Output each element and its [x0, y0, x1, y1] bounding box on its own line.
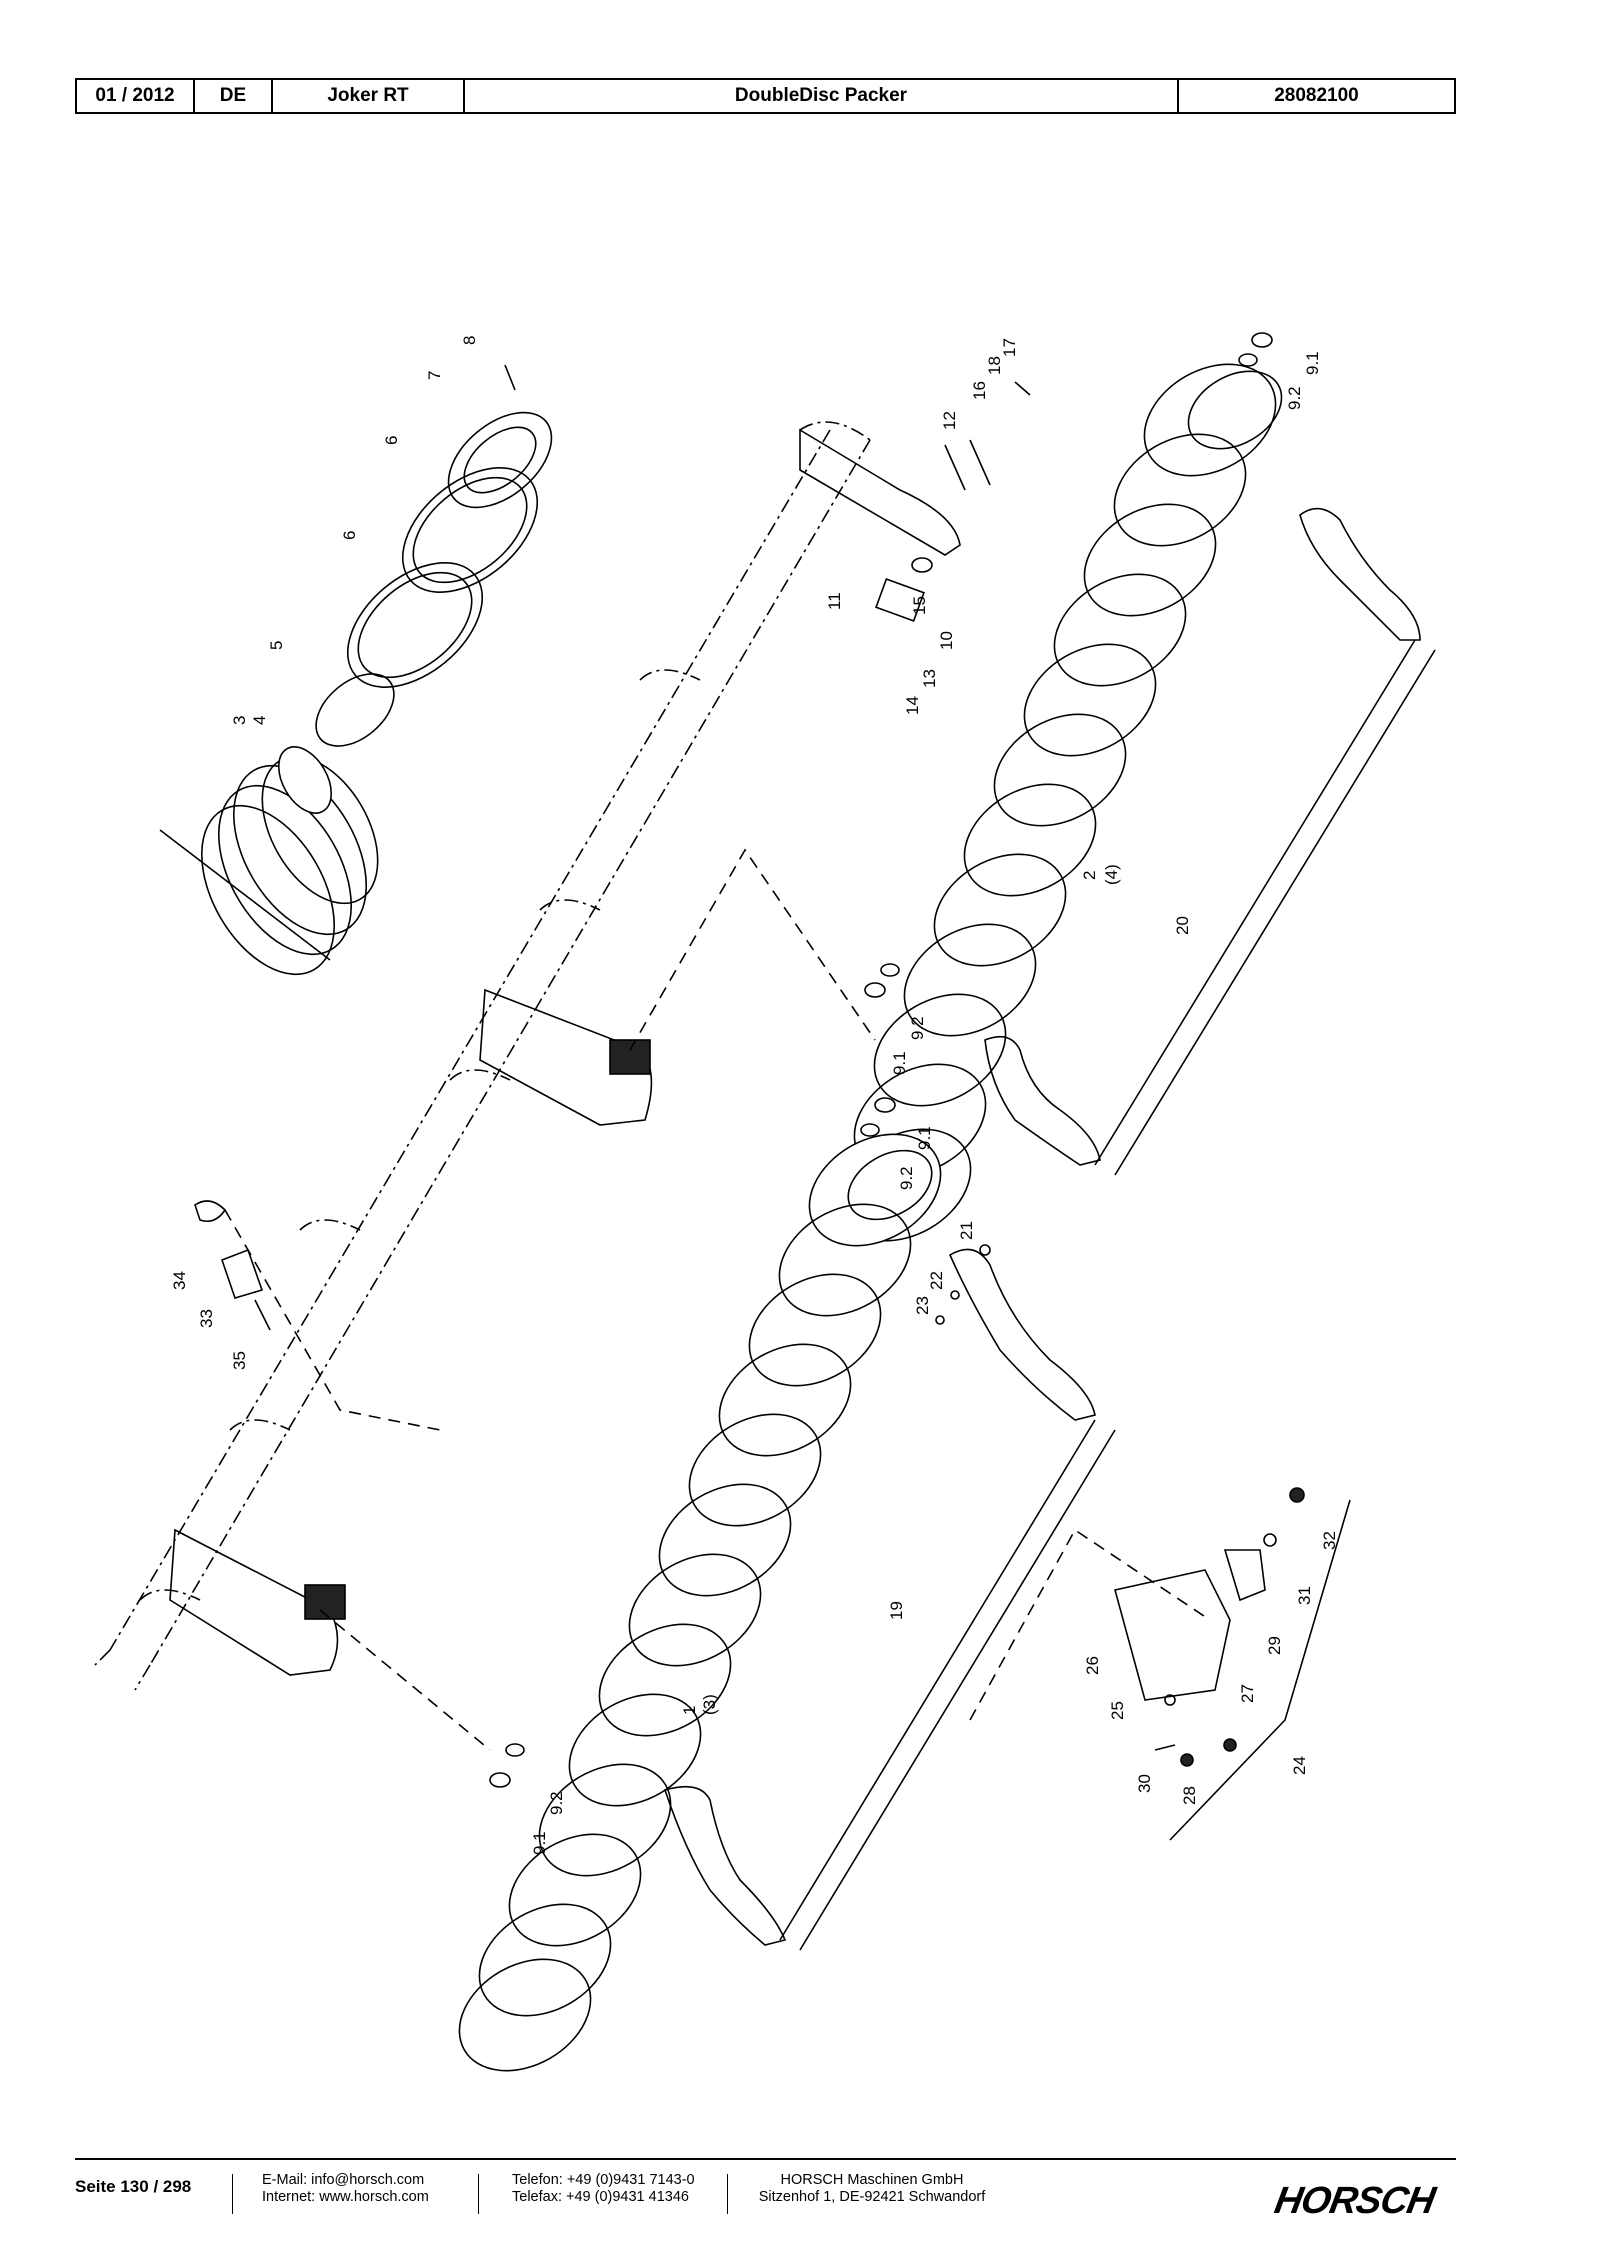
callout-28: 28: [1180, 1786, 1199, 1805]
callout-4: 4: [250, 716, 269, 725]
callout-1: 1: [680, 1706, 699, 1715]
callout-15: 15: [910, 596, 929, 615]
roller-1: [458, 1133, 942, 2072]
indicator-line-top: [629, 848, 876, 1051]
roller-2: [838, 363, 1283, 1242]
footer-email: E-Mail: info@horsch.com: [262, 2172, 425, 2188]
footer-separator: [727, 2174, 728, 2214]
scraper-bar-19: [663, 1248, 1116, 1951]
callout-9-1-c: 9.1: [915, 1126, 934, 1150]
callout-2-qty: (4): [1102, 864, 1121, 885]
callout-32: 32: [1320, 1531, 1339, 1550]
footer-fax: Telefax: +49 (0)9431 41346: [512, 2189, 689, 2205]
callout-19: 19: [887, 1601, 906, 1620]
frame-tube: [94, 421, 871, 1691]
callout-31: 31: [1295, 1586, 1314, 1605]
callout-22: 22: [927, 1271, 946, 1290]
callout-16: 16: [970, 381, 989, 400]
header-date: 01 / 2012: [75, 78, 195, 114]
footer-separator: [478, 2174, 479, 2214]
exploded-parts-drawing: 1 (3) 2 (4) 3 4 5 6 6 7 8 9.1 9.2 9.1 9.…: [94, 332, 1436, 2072]
callout-1-qty: (3): [700, 1694, 719, 1715]
header-machine: Joker RT: [271, 78, 465, 114]
callout-18: 18: [985, 356, 1004, 375]
horsch-logo: HORSCH: [1271, 2180, 1438, 2222]
header-assembly: DoubleDisc Packer: [463, 78, 1179, 114]
callout-9-2-a: 9.2: [1285, 386, 1304, 410]
callout-9-2-c: 9.2: [897, 1166, 916, 1190]
ring-5: [315, 673, 395, 747]
footer-separator: [232, 2174, 233, 2214]
callout-9-1-a: 9.1: [1303, 351, 1322, 375]
header-part-number: 28082100: [1177, 78, 1456, 114]
callout-25: 25: [1108, 1701, 1127, 1720]
callout-20: 20: [1173, 916, 1192, 935]
callout-3: 3: [230, 716, 249, 725]
callout-30: 30: [1135, 1774, 1154, 1793]
callout-29: 29: [1265, 1636, 1284, 1655]
footer-internet: Internet: www.horsch.com: [262, 2189, 429, 2205]
callout-33: 33: [197, 1309, 216, 1328]
callout-2: 2: [1080, 871, 1099, 880]
callout-12: 12: [940, 411, 959, 430]
footer-contact-phone: Telefon: +49 (0)9431 7143-0 Telefax: +49…: [512, 2172, 695, 2206]
scraper-bar-20: [984, 507, 1436, 1176]
callout-6a: 6: [340, 531, 359, 540]
callout-35: 35: [230, 1351, 249, 1370]
indicator-line-bottom: [319, 1609, 491, 1751]
footer-phone: Telefon: +49 (0)9431 7143-0: [512, 2172, 695, 2188]
indicator-line-34: [224, 1209, 441, 1431]
bracket-upper-right: [799, 428, 961, 556]
footer-address: Sitzenhof 1, DE-92421 Schwandorf: [758, 2189, 986, 2205]
footer-rule: [75, 2158, 1456, 2160]
callout-9-1-b: 9.1: [890, 1051, 909, 1075]
callout-9-2-d: 9.2: [547, 1791, 566, 1815]
callout-labels: 1 (3) 2 (4) 3 4 5 6 6 7 8 9.1 9.2 9.1 9.…: [170, 336, 1339, 1855]
callout-9-2-b: 9.2: [908, 1016, 927, 1040]
roller-partial-top: [159, 746, 379, 976]
ring-7: [447, 411, 553, 509]
footer-company: HORSCH Maschinen GmbH Sitzenhof 1, DE-92…: [752, 2172, 992, 2206]
header-table: 01 / 2012 DE Joker RT DoubleDisc Packer …: [75, 78, 1456, 114]
callout-6b: 6: [382, 436, 401, 445]
indicator-line-right: [969, 1528, 1211, 1721]
callout-10: 10: [937, 631, 956, 650]
scraper-bracket: [1114, 1569, 1231, 1701]
callout-7: 7: [425, 371, 444, 380]
callout-17: 17: [1000, 338, 1019, 357]
callout-5: 5: [267, 641, 286, 650]
callout-14: 14: [903, 696, 922, 715]
footer-company-name: HORSCH Maschinen GmbH: [780, 2172, 964, 2188]
part-33: [220, 1248, 264, 1299]
callout-27: 27: [1238, 1684, 1257, 1703]
callout-26: 26: [1083, 1656, 1102, 1675]
part-34: [194, 1200, 227, 1223]
group-bracket-24: [1169, 1499, 1351, 1841]
callout-13: 13: [920, 669, 939, 688]
callout-11: 11: [825, 592, 844, 610]
callout-23: 23: [913, 1296, 932, 1315]
header-language: DE: [193, 78, 273, 114]
callout-9-1-d: 9.1: [530, 1831, 549, 1855]
ring-6b: [401, 467, 539, 593]
callout-34: 34: [170, 1271, 189, 1290]
callout-24: 24: [1290, 1756, 1309, 1775]
callout-8: 8: [460, 336, 479, 345]
callout-21: 21: [957, 1221, 976, 1240]
footer-contact-web: E-Mail: info@horsch.com Internet: www.ho…: [262, 2172, 429, 2206]
footer-page-number: Seite 130 / 298: [75, 2177, 192, 2196]
